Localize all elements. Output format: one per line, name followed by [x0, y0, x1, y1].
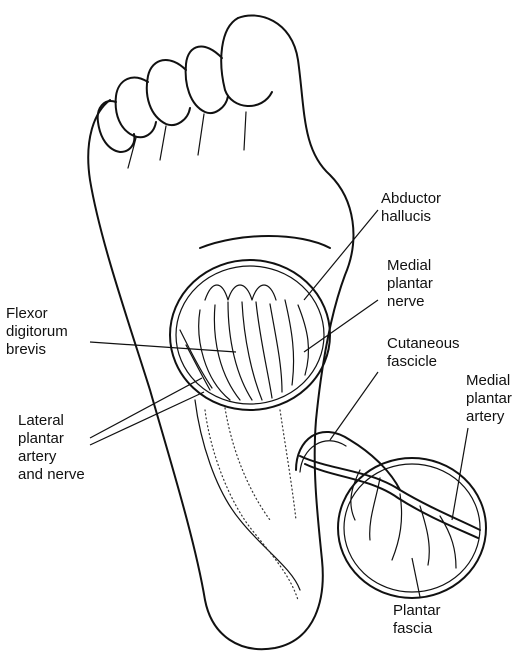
label-medial-plantar-artery: Medial plantar artery [466, 372, 512, 425]
label-flexor-digitorum-brevis: Flexor digitorum brevis [6, 305, 68, 358]
svg-text:Flexor: Flexor [6, 305, 48, 322]
svg-text:fascia: fascia [393, 620, 433, 637]
leader-medial-plantar-artery [452, 428, 468, 520]
label-lateral-plantar-artery-nerve: Lateral plantar artery and nerve [18, 412, 85, 483]
svg-text:Lateral: Lateral [18, 412, 64, 429]
leader-cutaneous-fascicle [330, 372, 378, 440]
leader-lateral-plantar-2 [90, 392, 204, 445]
leader-flexor-digitorum-brevis [90, 342, 236, 352]
svg-text:Medial: Medial [387, 257, 431, 274]
flexor-muscle-fibers [180, 285, 309, 400]
svg-text:and nerve: and nerve [18, 466, 85, 483]
svg-text:artery: artery [466, 408, 505, 425]
svg-text:fascicle: fascicle [387, 353, 437, 370]
svg-text:artery: artery [18, 448, 57, 465]
svg-text:plantar: plantar [466, 390, 512, 407]
plantar-fascia-flap [296, 432, 486, 598]
leader-plantar-fascia [412, 558, 420, 597]
label-plantar-fascia: Plantar fascia [393, 602, 441, 637]
svg-text:Abductor: Abductor [381, 190, 441, 207]
svg-text:digitorum: digitorum [6, 323, 68, 340]
svg-text:hallucis: hallucis [381, 208, 431, 225]
label-medial-plantar-nerve: Medial plantar nerve [387, 257, 433, 310]
leader-lateral-plantar-1 [90, 378, 202, 438]
leader-medial-plantar-nerve [304, 300, 378, 352]
label-abductor-hallucis: Abductor hallucis [381, 190, 441, 225]
foot-outline [88, 15, 353, 649]
label-cutaneous-fascicle: Cutaneous fascicle [387, 335, 460, 370]
svg-text:brevis: brevis [6, 341, 46, 358]
svg-text:plantar: plantar [18, 430, 64, 447]
svg-text:plantar: plantar [387, 275, 433, 292]
svg-text:Plantar: Plantar [393, 602, 441, 619]
svg-text:Cutaneous: Cutaneous [387, 335, 460, 352]
svg-text:Medial: Medial [466, 372, 510, 389]
svg-text:nerve: nerve [387, 293, 425, 310]
